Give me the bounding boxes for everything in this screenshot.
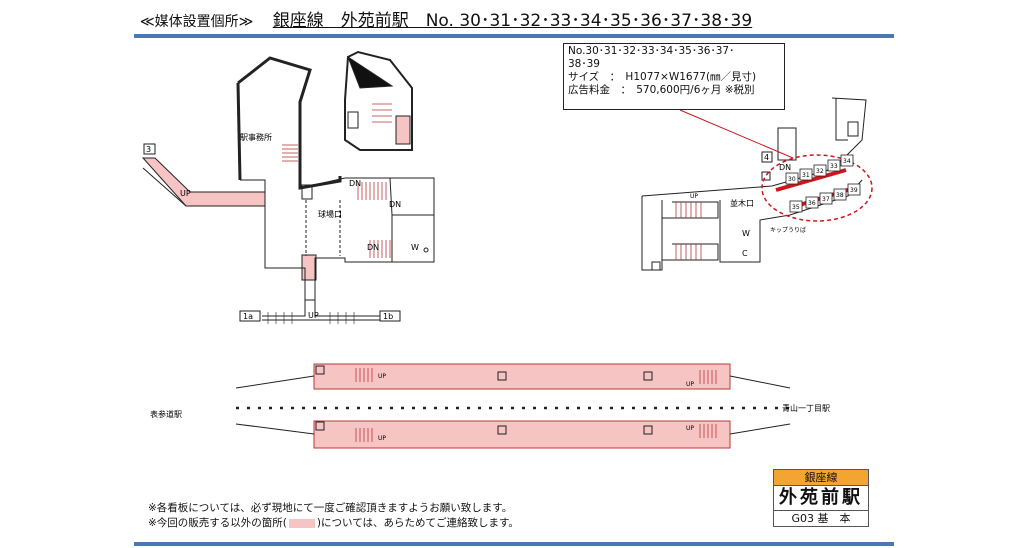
right-c-label: C bbox=[742, 249, 748, 258]
ad-panel-number-33: 33 bbox=[830, 163, 838, 170]
right-up-label: UP bbox=[690, 193, 698, 200]
platform-up-label-4: UP bbox=[686, 425, 694, 432]
exit-1a-label: 1a bbox=[243, 312, 253, 321]
platform-up-label-3: UP bbox=[378, 435, 386, 442]
ad-panel-number-39: 39 bbox=[850, 187, 858, 194]
ad-panel-box-39 bbox=[847, 183, 861, 196]
ad-panel-number-38: 38 bbox=[836, 192, 844, 199]
left-w-label: W bbox=[411, 243, 419, 252]
header-prefix: ≪媒体設置個所≫ bbox=[140, 14, 254, 30]
ad-panel-box-32 bbox=[813, 164, 827, 177]
right-dn-label: DN bbox=[779, 163, 791, 172]
page-title: 銀座線 外苑前駅 No. 30･31･32･33･34･35･36･37･38･… bbox=[272, 11, 753, 31]
notes: ※各看板については、必ず現地にて一度ご確認頂きますようお願い致します。 ※今回の… bbox=[148, 501, 519, 531]
kyujo-gate-label: 球場口 bbox=[318, 209, 342, 219]
spec-price: 広告料金 ： 570,600円/6ヶ月 ※税別 bbox=[568, 84, 755, 96]
spec-numbers-1: No.30･31･32･33･34･35･36･37･ bbox=[568, 45, 735, 57]
platform-up-label-2: UP bbox=[686, 381, 694, 388]
ad-panel-number-30: 30 bbox=[788, 176, 796, 183]
right-concourse bbox=[641, 97, 873, 271]
left-up-label: UP bbox=[180, 189, 191, 198]
highlight-swatch bbox=[288, 518, 315, 528]
station-code: G03 基 本 bbox=[791, 512, 851, 525]
office-label: 駅事務所 bbox=[240, 132, 272, 142]
ad-panel-box-36 bbox=[805, 196, 819, 209]
ad-spec-callout: No.30･31･32･33･34･35･36･37･ 38･39 サイズ ： … bbox=[563, 43, 785, 110]
ad-panel-group: 30 31 32 33 34 35 36 37 38 39 bbox=[785, 154, 861, 213]
kippu-label: キップうりば bbox=[770, 226, 806, 234]
ad-panel-number-32: 32 bbox=[816, 168, 824, 175]
ad-panel-box-34 bbox=[840, 154, 854, 167]
station-name: 外苑前駅 bbox=[774, 486, 868, 511]
left-dn-label-3: DN bbox=[367, 243, 379, 252]
left-dn-label-2: DN bbox=[389, 200, 401, 209]
note-1: ※各看板については、必ず現地にて一度ご確認頂きますようお願い致します。 bbox=[148, 502, 513, 514]
page-header: ≪媒体設置個所≫ 銀座線 外苑前駅 No. 30･31･32･33･34･35･… bbox=[140, 6, 752, 31]
ad-panel-number-34: 34 bbox=[843, 158, 851, 165]
station-sign: 銀座線 外苑前駅 G03 基 本 bbox=[773, 469, 869, 527]
spec-size: サイズ ： H1077×W1677(㎜／見寸) bbox=[568, 71, 757, 83]
omotesando-label: 表参道駅 bbox=[150, 409, 182, 419]
bottom-divider bbox=[134, 542, 894, 546]
note-2: ※今回の販売する以外の箇所( )については、あらためてご連絡致します。 bbox=[148, 516, 519, 531]
ad-panel-box-30 bbox=[785, 172, 799, 185]
right-w-label: W bbox=[742, 229, 750, 238]
platform-up-label-1: UP bbox=[378, 373, 386, 380]
ad-panel-box-38 bbox=[833, 188, 847, 201]
ad-panel-box-35 bbox=[789, 200, 803, 213]
ad-panel-box-31 bbox=[799, 168, 813, 181]
left-dn-label-1: DN bbox=[349, 179, 361, 188]
left-concourse bbox=[141, 50, 435, 324]
top-divider bbox=[134, 34, 894, 38]
ad-panel-number-31: 31 bbox=[802, 172, 810, 179]
exit-3-label: 3 bbox=[146, 145, 151, 154]
ad-panel-number-36: 36 bbox=[808, 200, 816, 207]
ad-panel-number-35: 35 bbox=[792, 204, 800, 211]
exit1-up-label: UP bbox=[308, 311, 319, 320]
ad-panel-box-37 bbox=[819, 192, 833, 205]
aoyama-label: 青山一丁目駅 bbox=[782, 403, 830, 413]
note-2-suffix: )については、あらためてご連絡致します。 bbox=[316, 517, 519, 529]
namiki-gate-label: 並木口 bbox=[730, 198, 754, 208]
exit-4-label: 4 bbox=[764, 153, 769, 162]
note-2-prefix: ※今回の販売する以外の箇所( bbox=[148, 517, 287, 529]
ad-panel-box-33 bbox=[827, 159, 841, 172]
exit-1b-label: 1b bbox=[383, 312, 393, 321]
line-name: 銀座線 bbox=[774, 470, 868, 486]
ad-panel-number-37: 37 bbox=[822, 196, 830, 203]
platform-level bbox=[235, 363, 796, 449]
spec-numbers-2: 38･39 bbox=[568, 58, 600, 70]
